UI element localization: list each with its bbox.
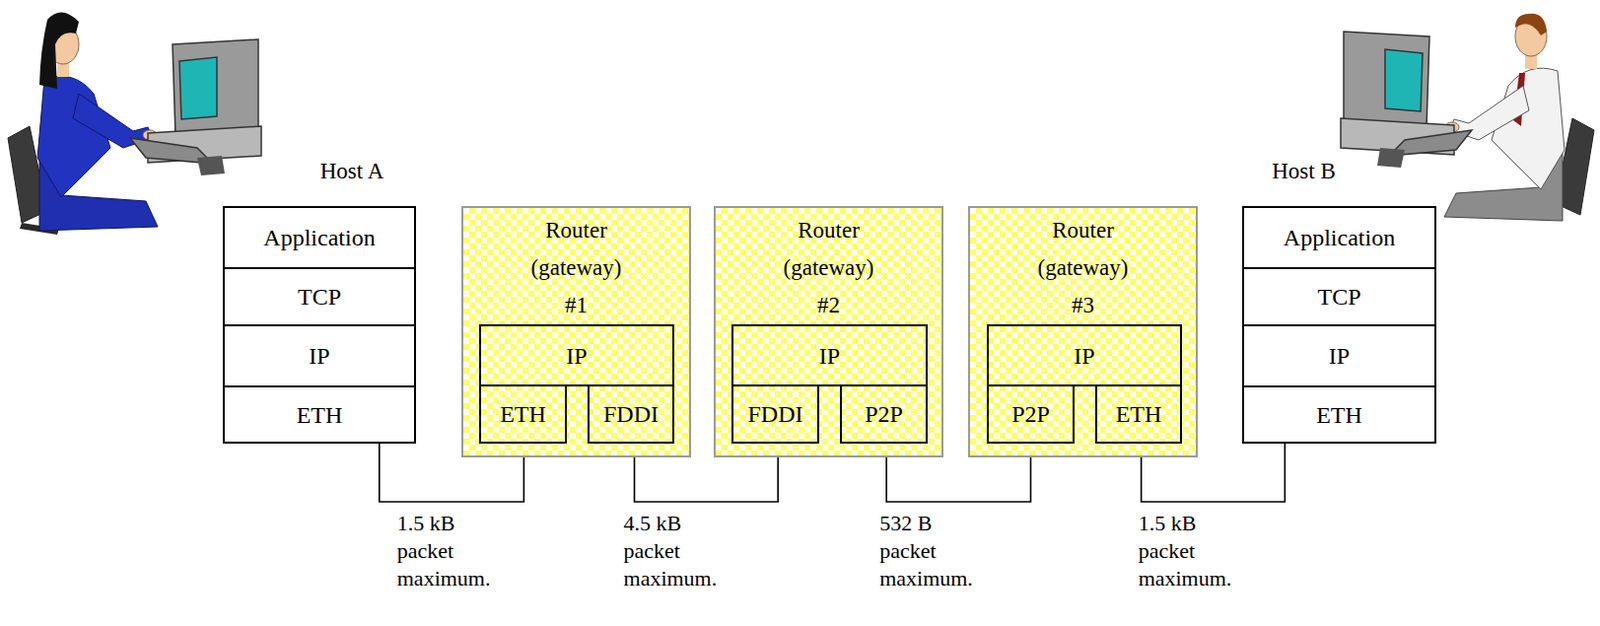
host-label: Host B	[1206, 157, 1401, 186]
protocol-layer: TCP	[222, 267, 417, 327]
protocol-layer: IP	[222, 324, 417, 388]
router-label: Router (gateway) #3	[1032, 211, 1135, 325]
layer-name: ETH	[499, 400, 547, 428]
protocol-layer: ETH	[1242, 385, 1437, 444]
layer-name: IP	[1073, 342, 1095, 370]
host-stack: Host BApplicationTCPIPETH	[1242, 157, 1437, 444]
layer-name: ETH	[296, 401, 344, 429]
monitor-screen	[1385, 49, 1423, 112]
protocol-layer: IP	[1242, 324, 1437, 388]
layer-name: TCP	[1317, 282, 1361, 311]
layer-name: Application	[263, 223, 375, 252]
protocol-layer: FDDI	[587, 384, 675, 444]
layer-name: IP	[308, 342, 330, 370]
layer-name: ETH	[1115, 400, 1163, 428]
layer-name: P2P	[1011, 400, 1050, 428]
woman-at-computer	[7, 11, 262, 235]
router-box: Router (gateway) #2 IP FDDI P2P	[713, 206, 944, 458]
protocol-layer: Application	[222, 206, 417, 270]
packet-limit-label: 1.5 kB packet maximum.	[1138, 509, 1242, 593]
layer-name: FDDI	[603, 400, 659, 428]
monitor	[1343, 31, 1430, 129]
protocol-layer: IP	[731, 324, 928, 387]
protocol-layer: IP	[479, 324, 675, 387]
layer-name: ETH	[1316, 401, 1363, 429]
layer-name: P2P	[864, 400, 904, 428]
layer-name: IP	[565, 342, 587, 370]
monitor-screen	[179, 57, 217, 120]
keyboard-stand	[197, 155, 225, 176]
man-hair	[1515, 13, 1547, 36]
protocol-layer: ETH	[222, 385, 417, 444]
man-shirt	[1491, 68, 1565, 190]
layer-name: IP	[1328, 342, 1350, 370]
monitor	[172, 39, 259, 137]
protocol-layer: P2P	[986, 384, 1075, 444]
protocol-layer: ETH	[479, 384, 567, 444]
packet-limit-label: 532 B packet maximum.	[879, 509, 982, 593]
woman-torso	[37, 75, 111, 198]
layer-name: FDDI	[747, 400, 803, 428]
host-label: Host A	[255, 157, 449, 186]
protocol-layer: FDDI	[731, 384, 820, 444]
protocol-layer: ETH	[1095, 384, 1183, 444]
protocol-layer: IP	[986, 324, 1183, 387]
host-stack: Host AApplicationTCPIPETH	[222, 157, 417, 444]
protocol-layer: P2P	[839, 384, 928, 444]
keyboard-stand	[1377, 147, 1405, 168]
layer-name: IP	[819, 342, 840, 370]
man-at-computer	[1340, 13, 1595, 221]
protocol-layer: TCP	[1242, 267, 1437, 327]
router-label: Router (gateway) #2	[777, 211, 881, 325]
router-label: Router (gateway) #1	[525, 211, 628, 325]
layer-name: TCP	[297, 282, 342, 311]
router-box: Router (gateway) #1 IP ETH FDDI	[461, 206, 692, 458]
layer-name: Application	[1283, 223, 1395, 252]
woman-hair	[39, 11, 79, 89]
packet-limit-label: 1.5 kB packet maximum.	[397, 509, 500, 593]
packet-limit-label: 4.5 kB packet maximum.	[624, 509, 727, 593]
protocol-layer: Application	[1242, 206, 1437, 270]
router-box: Router (gateway) #3 IP P2P ETH	[968, 206, 1198, 458]
